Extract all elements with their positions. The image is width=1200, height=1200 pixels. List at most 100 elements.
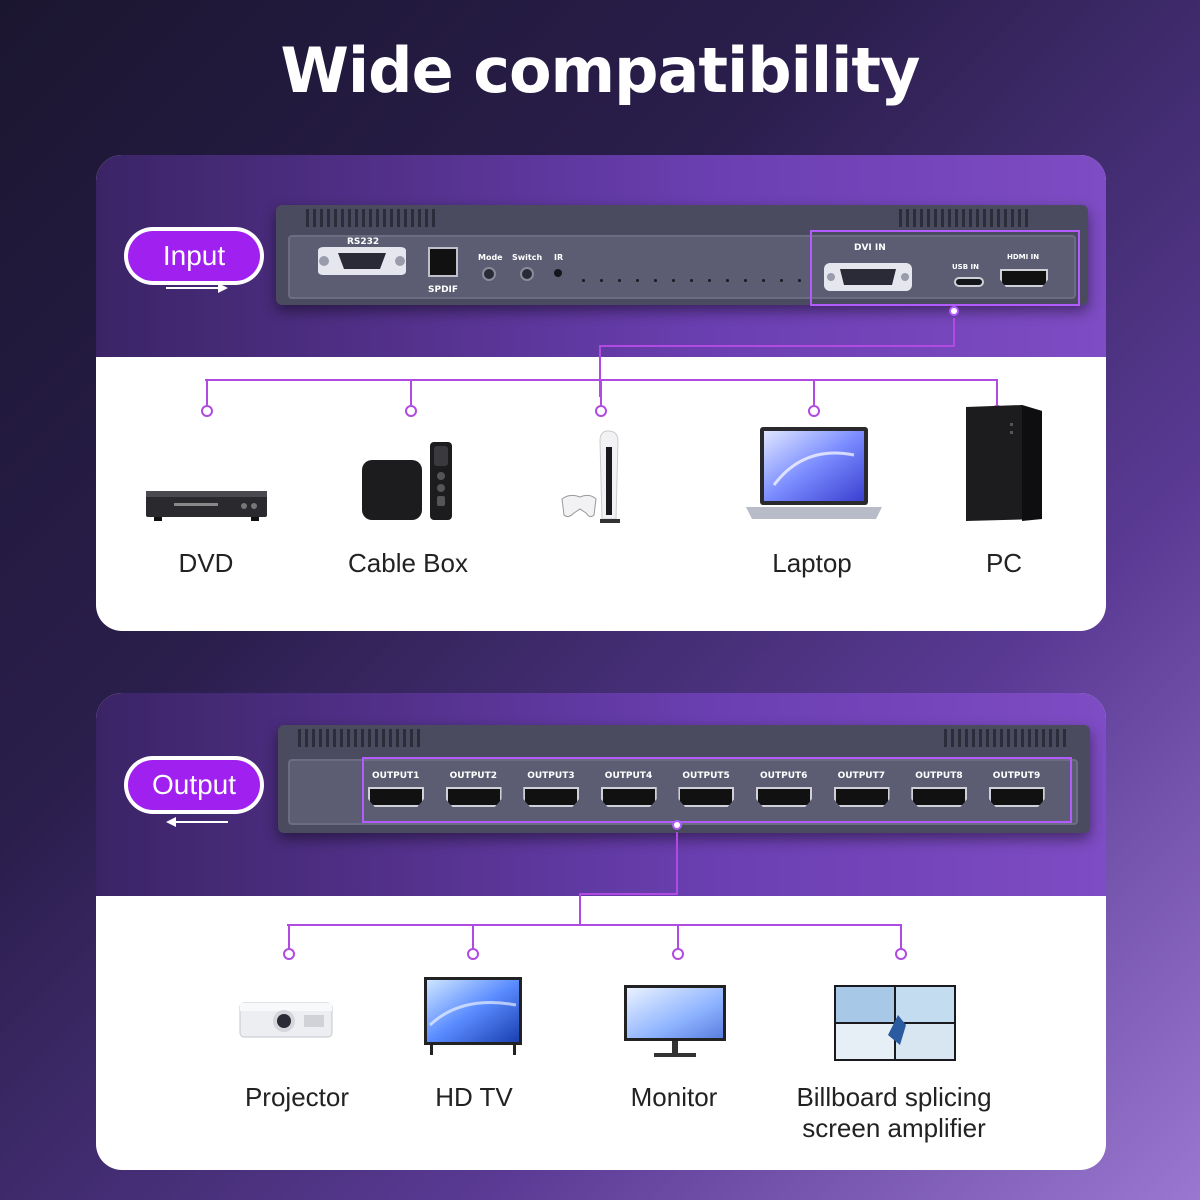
game-console-icon — [556, 427, 646, 527]
cooling-fin — [341, 209, 344, 227]
cooling-fin — [326, 729, 329, 747]
cooling-fin — [1035, 729, 1038, 747]
cooling-fin — [1021, 729, 1024, 747]
projector-icon — [236, 995, 336, 1043]
cooling-fin — [1063, 729, 1066, 747]
cooling-fin — [1011, 209, 1014, 227]
output-hdmi-port — [523, 787, 580, 807]
output-trunk-h — [579, 893, 678, 895]
cooling-fin — [305, 729, 308, 747]
cooling-fin — [369, 209, 372, 227]
dvi-port — [822, 261, 914, 293]
matrix-device-rear: RS232 SPDIF Mode Switch IR DVI IN USB IN… — [276, 205, 1088, 305]
status-led — [690, 279, 693, 282]
status-led — [726, 279, 729, 282]
cooling-fin — [899, 209, 902, 227]
ir-sensor — [554, 269, 562, 277]
cooling-fin — [327, 209, 330, 227]
output-branch-dot — [895, 948, 907, 960]
cooling-fin — [941, 209, 944, 227]
cooling-fin — [417, 729, 420, 747]
status-led — [780, 279, 783, 282]
hdmi-in-port — [1000, 269, 1048, 287]
cooling-fin — [1025, 209, 1028, 227]
cooling-fin — [906, 209, 909, 227]
output-port-label: OUTPUT9 — [992, 771, 1041, 781]
cooling-fin — [418, 209, 421, 227]
device-input-face — [288, 235, 1076, 299]
status-led — [744, 279, 747, 282]
output-trunk-top — [676, 832, 678, 894]
output-hdmi-port — [445, 787, 502, 807]
output-port-label: OUTPUT3 — [527, 771, 575, 781]
output-hdmi-port — [833, 787, 890, 807]
cooling-fin — [432, 209, 435, 227]
cooling-fin — [361, 729, 364, 747]
video-wall-icon — [834, 985, 956, 1061]
output-branch-dot — [467, 948, 479, 960]
cooling-fin — [1000, 729, 1003, 747]
cooling-fin — [375, 729, 378, 747]
headline: Wide compatibility — [280, 34, 921, 107]
cooling-fin — [404, 209, 407, 227]
input-branch-dot — [595, 405, 607, 417]
pc-tower-icon — [962, 403, 1044, 523]
output-branch-line — [472, 924, 474, 950]
output-port-label: OUTPUT4 — [604, 771, 653, 781]
hdmi-in-label: HDMI IN — [1007, 253, 1040, 261]
status-led — [582, 279, 585, 282]
status-led — [636, 279, 639, 282]
output-hdmi-port — [368, 787, 424, 807]
matrix-device-front: OUTPUT1 OUTPUT2 OUTPUT3 OUTPUT4 OUTPUT5 OUTPU… — [278, 725, 1090, 833]
input-branch-line — [600, 379, 602, 405]
output-port-label: OUTPUT2 — [449, 771, 497, 781]
usb-c-port — [954, 277, 984, 287]
cooling-fin — [376, 209, 379, 227]
cooling-fin — [951, 729, 954, 747]
output-badge: Output — [128, 760, 260, 810]
cooling-fin — [313, 209, 316, 227]
cooling-fin — [983, 209, 986, 227]
output-port-label: OUTPUT1 — [372, 771, 420, 781]
cooling-fin — [1018, 209, 1021, 227]
output-hdmi-port — [600, 787, 657, 807]
cooling-fin — [990, 209, 993, 227]
input-badge: Input — [128, 231, 260, 281]
dvi-label: DVI IN — [854, 243, 886, 253]
cooling-fin — [397, 209, 400, 227]
input-trunk — [599, 345, 601, 397]
cooling-fin — [1028, 729, 1031, 747]
cable-box-icon — [358, 440, 458, 522]
status-led — [708, 279, 711, 282]
output-hdmi-port — [678, 787, 735, 807]
output-arrow — [174, 821, 228, 823]
cooling-fin — [348, 209, 351, 227]
ir-label: IR — [554, 253, 564, 262]
arrow-left-icon — [166, 817, 176, 827]
cooling-fin — [390, 209, 393, 227]
cooling-fin — [1004, 209, 1007, 227]
cooling-fin — [382, 729, 385, 747]
output-branch-dot — [672, 948, 684, 960]
usb-label: USB IN — [952, 263, 979, 271]
output-branch-line — [677, 924, 679, 950]
cooling-fin — [298, 729, 301, 747]
cooling-fin — [334, 209, 337, 227]
input-branch-line — [996, 379, 998, 405]
cooling-fin — [920, 209, 923, 227]
cooling-fin — [403, 729, 406, 747]
output-trunk — [579, 893, 581, 925]
input-branch-dot — [201, 405, 213, 417]
output-device-label: Projector — [244, 1082, 350, 1112]
input-panel: Input RS232 SPDIF Mode Switch IR — [96, 155, 1106, 631]
cooling-fin — [411, 209, 414, 227]
mode-button — [482, 267, 496, 281]
cooling-fin — [340, 729, 343, 747]
output-device-label: Monitor — [630, 1082, 718, 1112]
cooling-fin — [389, 729, 392, 747]
output-port-label: OUTPUT5 — [682, 771, 730, 781]
input-device-label: Laptop — [772, 548, 852, 578]
cooling-fin — [333, 729, 336, 747]
cooling-fin — [962, 209, 965, 227]
